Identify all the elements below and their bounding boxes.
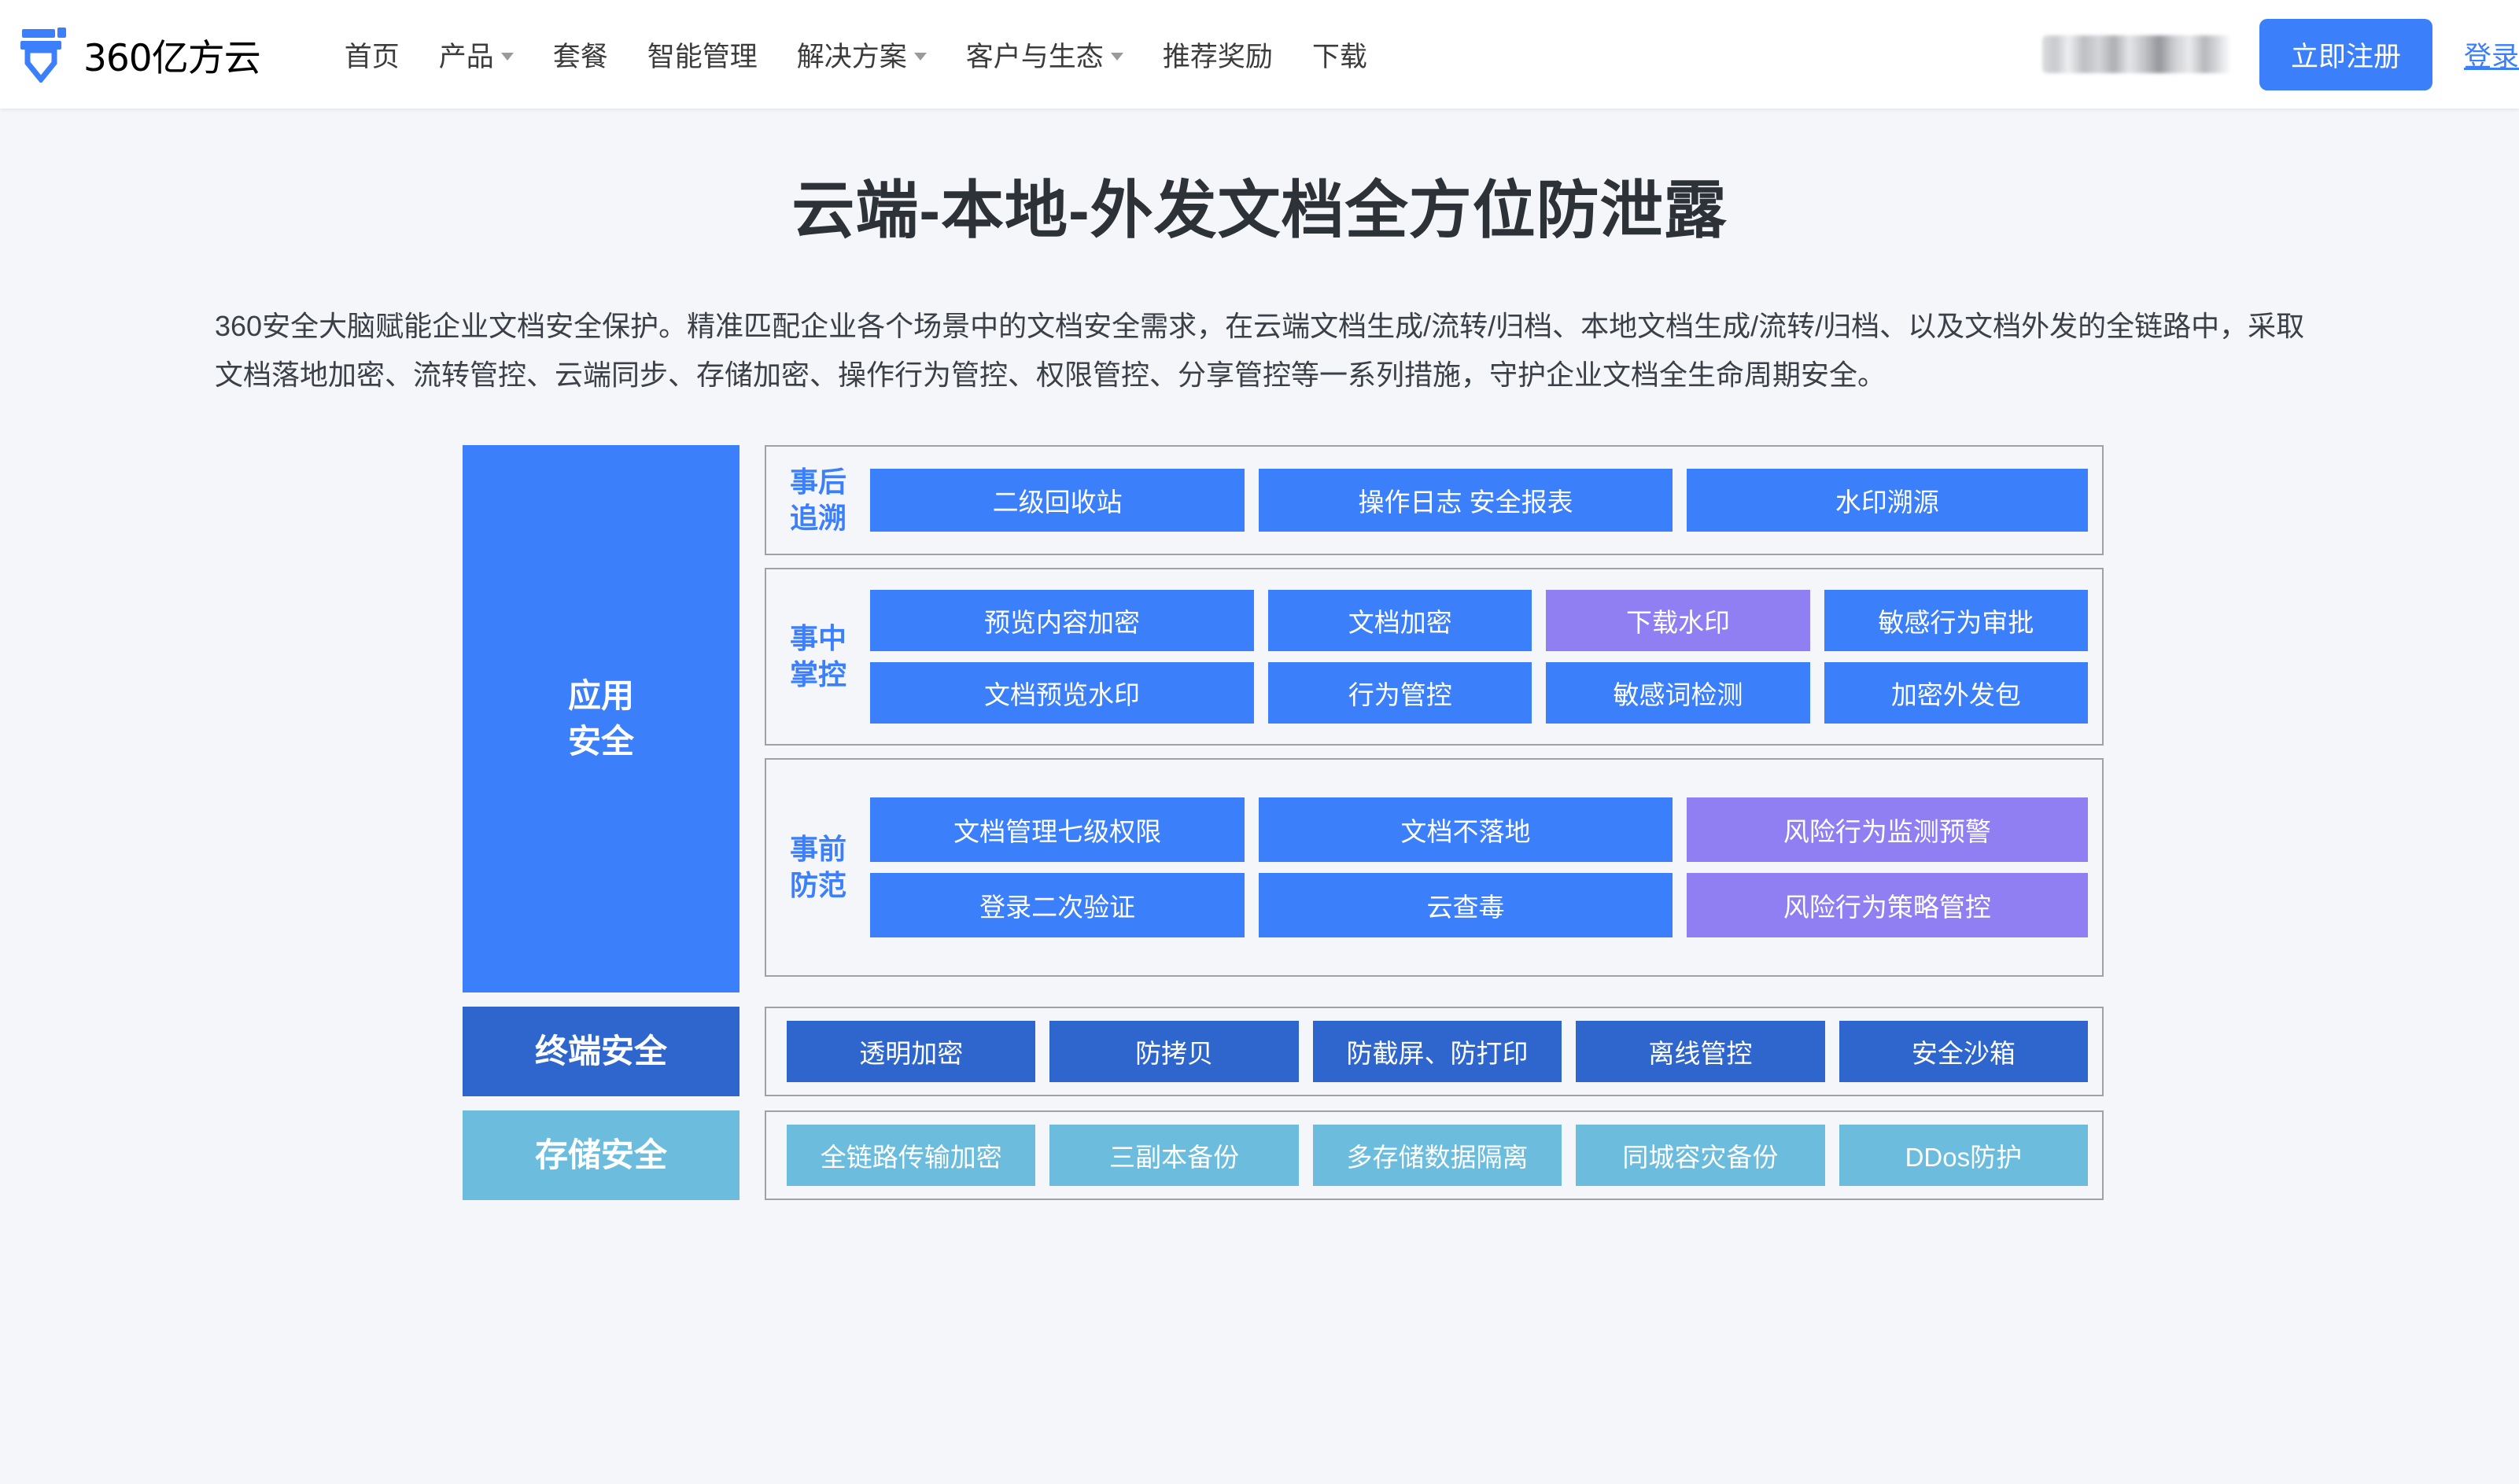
layer-label-line: 安全: [567, 722, 634, 760]
login-link[interactable]: 登录: [2463, 41, 2519, 72]
application-security-groups: 事后追溯 二级回收站 操作日志 安全报表 水印溯源 事中掌控 预: [765, 444, 2104, 992]
group-title-line: 防范: [789, 868, 846, 901]
tile-row: 全链路传输加密 三副本备份 多存储数据隔离 同城容灾备份 DDos防护: [787, 1124, 2089, 1186]
group-title: 事后追溯: [780, 464, 856, 536]
page-description: 360安全大脑赋能企业文档安全保护。精准匹配企业各个场景中的文档安全需求，在云端…: [215, 310, 2305, 391]
feature-tile-full-link-transport-encryption[interactable]: 全链路传输加密: [787, 1124, 1036, 1186]
nav-item-packages[interactable]: 套餐: [533, 35, 628, 75]
nav-item-products[interactable]: 产品: [419, 35, 533, 75]
group-title-line: 掌控: [789, 657, 846, 690]
feature-tile-seven-level-permissions[interactable]: 文档管理七级权限: [870, 797, 1245, 862]
nav-item-label: 推荐奖励: [1162, 41, 1273, 72]
terminal-security-groups: 透明加密 防拷贝 防截屏、防打印 离线管控 安全沙箱: [765, 1006, 2104, 1096]
register-button[interactable]: 立即注册: [2259, 18, 2432, 90]
layer-terminal-security: 终端安全 透明加密 防拷贝 防截屏、防打印 离线管控 安全沙箱: [463, 1006, 2104, 1096]
group-tiles: 二级回收站 操作日志 安全报表 水印溯源: [870, 468, 2088, 532]
group-tiles: 预览内容加密 文档加密 下载水印 敏感行为审批 文档预览水印 行为管控 敏感词检…: [870, 589, 2088, 724]
blurred-account-text: [2041, 35, 2231, 73]
nav-item-download[interactable]: 下载: [1293, 35, 1387, 75]
chevron-down-icon: [913, 53, 927, 61]
nav-item-customers-ecosystem[interactable]: 客户与生态: [946, 35, 1143, 75]
layer-storage-security: 存储安全 全链路传输加密 三副本备份 多存储数据隔离 同城容灾备份 DDos防护: [463, 1110, 2104, 1200]
layer-label-line: 应用: [567, 676, 634, 714]
feature-tile-risk-behavior-policy-control[interactable]: 风险行为策略管控: [1686, 872, 2088, 937]
feature-tile-behavior-control[interactable]: 行为管控: [1268, 661, 1532, 724]
layer-application-security: 应用安全 事后追溯 二级回收站 操作日志 安全报表 水印溯源: [463, 444, 2104, 992]
tile-row: 文档管理七级权限 文档不落地 风险行为监测预警: [870, 797, 2088, 862]
nav-item-solutions[interactable]: 解决方案: [777, 35, 946, 75]
group-post-incident-tracing: 事后追溯 二级回收站 操作日志 安全报表 水印溯源: [765, 444, 2104, 555]
nav-item-home[interactable]: 首页: [325, 35, 419, 75]
nav-item-label: 产品: [438, 41, 494, 72]
feature-tile-offline-control[interactable]: 离线管控: [1576, 1020, 1825, 1082]
page-title: 云端-本地-外发文档全方位防泄露: [791, 175, 1728, 245]
shield-pen-logo-icon: [20, 28, 66, 83]
tile-row: 文档预览水印 行为管控 敏感词检测 加密外发包: [870, 661, 2088, 724]
chevron-down-icon: [500, 53, 514, 61]
group-pre-incident-prevention: 事前防范 文档管理七级权限 文档不落地 风险行为监测预警 登录二次验证 云查毒 …: [765, 757, 2104, 977]
nav-item-label: 客户与生态: [965, 41, 1104, 72]
group-title: 事前防范: [780, 831, 856, 904]
nav-item-label: 下载: [1311, 41, 1367, 72]
feature-tile-document-encryption[interactable]: 文档加密: [1268, 589, 1532, 651]
feature-tile-document-preview-watermark[interactable]: 文档预览水印: [870, 661, 1255, 724]
top-navigation-bar: 360亿方云 首页 产品 套餐 智能管理 解决方案 客户与生态 推荐奖励 下载: [0, 0, 2519, 109]
group-tiles: 文档管理七级权限 文档不落地 风险行为监测预警 登录二次验证 云查毒 风险行为策…: [870, 797, 2088, 937]
chevron-down-icon: [1110, 53, 1123, 61]
layer-label-application-security: 应用安全: [463, 444, 739, 992]
hero-section: 云端-本地-外发文档全方位防泄露 360安全大脑赋能企业文档安全保护。精准匹配企…: [0, 109, 2519, 400]
group-title: 事中掌控: [780, 620, 856, 693]
feature-tile-same-city-disaster-recovery[interactable]: 同城容灾备份: [1576, 1124, 1825, 1186]
feature-tile-sensitive-word-detection[interactable]: 敏感词检测: [1546, 661, 1810, 724]
nav-item-label: 套餐: [552, 41, 608, 72]
nav-item-label: 解决方案: [796, 41, 907, 72]
feature-tile-risk-behavior-monitoring-alert[interactable]: 风险行为监测预警: [1686, 797, 2088, 862]
tile-row: 透明加密 防拷贝 防截屏、防打印 离线管控 安全沙箱: [787, 1020, 2089, 1082]
feature-tile-operation-log-security-report[interactable]: 操作日志 安全报表: [1259, 468, 1673, 532]
group-title-line: 追溯: [789, 501, 846, 534]
layer-label-storage-security: 存储安全: [463, 1110, 739, 1200]
feature-tile-transparent-encryption[interactable]: 透明加密: [787, 1020, 1036, 1082]
feature-tile-encrypted-outgoing-package[interactable]: 加密外发包: [1824, 661, 2088, 724]
feature-tile-ddos-protection[interactable]: DDos防护: [1839, 1124, 2089, 1186]
brand-logo-group[interactable]: 360亿方云: [20, 26, 261, 83]
nav-item-label: 首页: [344, 41, 400, 72]
tile-row: 登录二次验证 云查毒 风险行为策略管控: [870, 872, 2088, 937]
feature-tile-multi-storage-data-isolation[interactable]: 多存储数据隔离: [1312, 1124, 1562, 1186]
nav-right-actions: 立即注册 登录: [2041, 18, 2519, 90]
group-title-line: 事前: [789, 832, 846, 865]
group-title-line: 事后: [789, 465, 846, 498]
feature-tile-sensitive-behavior-approval[interactable]: 敏感行为审批: [1824, 589, 2088, 651]
nav-item-smart-management[interactable]: 智能管理: [628, 35, 777, 75]
feature-tile-watermark-tracing[interactable]: 水印溯源: [1686, 468, 2088, 532]
storage-security-groups: 全链路传输加密 三副本备份 多存储数据隔离 同城容灾备份 DDos防护: [765, 1110, 2104, 1200]
nav-links: 首页 产品 套餐 智能管理 解决方案 客户与生态 推荐奖励 下载: [325, 35, 1387, 75]
feature-tile-preview-content-encryption[interactable]: 预览内容加密: [870, 589, 1255, 651]
feature-tile-cloud-antivirus[interactable]: 云查毒: [1259, 872, 1673, 937]
brand-name-text: 360亿方云: [83, 36, 261, 80]
tile-row: 二级回收站 操作日志 安全报表 水印溯源: [870, 468, 2088, 532]
nav-item-label: 智能管理: [647, 41, 758, 72]
security-architecture-diagram: 应用安全 事后追溯 二级回收站 操作日志 安全报表 水印溯源: [463, 444, 2104, 1200]
group-title-line: 事中: [789, 621, 846, 654]
layer-label-terminal-security: 终端安全: [463, 1006, 739, 1096]
group-tiles: 透明加密 防拷贝 防截屏、防打印 离线管控 安全沙箱: [787, 1020, 2089, 1082]
feature-tile-no-local-landing[interactable]: 文档不落地: [1259, 797, 1673, 862]
feature-tile-anti-copy[interactable]: 防拷贝: [1049, 1020, 1299, 1082]
group-terminal-features: 透明加密 防拷贝 防截屏、防打印 离线管控 安全沙箱: [765, 1006, 2104, 1096]
feature-tile-triple-replica-backup[interactable]: 三副本备份: [1049, 1124, 1299, 1186]
feature-tile-login-two-factor[interactable]: 登录二次验证: [870, 872, 1245, 937]
group-tiles: 全链路传输加密 三副本备份 多存储数据隔离 同城容灾备份 DDos防护: [787, 1124, 2089, 1186]
feature-tile-download-watermark[interactable]: 下载水印: [1546, 589, 1810, 651]
group-storage-features: 全链路传输加密 三副本备份 多存储数据隔离 同城容灾备份 DDos防护: [765, 1110, 2104, 1200]
feature-tile-anti-screenshot-anti-print[interactable]: 防截屏、防打印: [1312, 1020, 1562, 1082]
group-in-progress-control: 事中掌控 预览内容加密 文档加密 下载水印 敏感行为审批 文档预览水印 行为管控…: [765, 567, 2104, 746]
nav-item-referral-rewards[interactable]: 推荐奖励: [1143, 35, 1293, 75]
tile-row: 预览内容加密 文档加密 下载水印 敏感行为审批: [870, 589, 2088, 651]
feature-tile-security-sandbox[interactable]: 安全沙箱: [1839, 1020, 2089, 1082]
feature-tile-recycle-bin[interactable]: 二级回收站: [870, 468, 1245, 532]
